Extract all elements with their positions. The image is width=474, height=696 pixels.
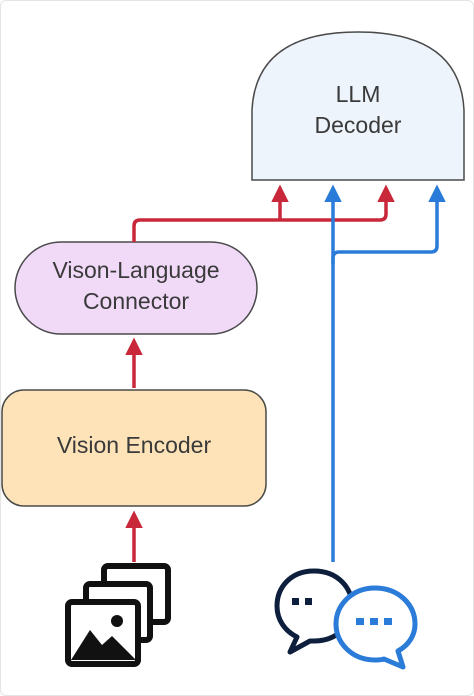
chat-bubbles-icon [274, 568, 418, 670]
text-path-arrows [324, 184, 446, 562]
connector-to-decoder-line [132, 213, 388, 242]
vision-encoder-box: Vision Encoder [1, 389, 267, 507]
vision-encoder-shape [1, 389, 267, 507]
text-to-decoder-line-2 [331, 184, 446, 264]
connector-label-line2: Connector [83, 288, 189, 314]
llm-decoder-label-line2: Decoder [315, 112, 402, 138]
vision-path-arrows [125, 184, 395, 562]
llm-decoder-shape [251, 31, 465, 181]
llm-decoder-box: LLM Decoder [251, 31, 465, 181]
connector-shape [14, 241, 258, 335]
connector-label-line1: Vison-Language [52, 257, 219, 283]
vision-language-connector-box: Vison-Language Connector [14, 241, 258, 335]
vision-encoder-label: Vision Encoder [57, 432, 212, 458]
image-stack-icon [65, 563, 171, 667]
llm-decoder-label-line1: LLM [336, 81, 381, 107]
